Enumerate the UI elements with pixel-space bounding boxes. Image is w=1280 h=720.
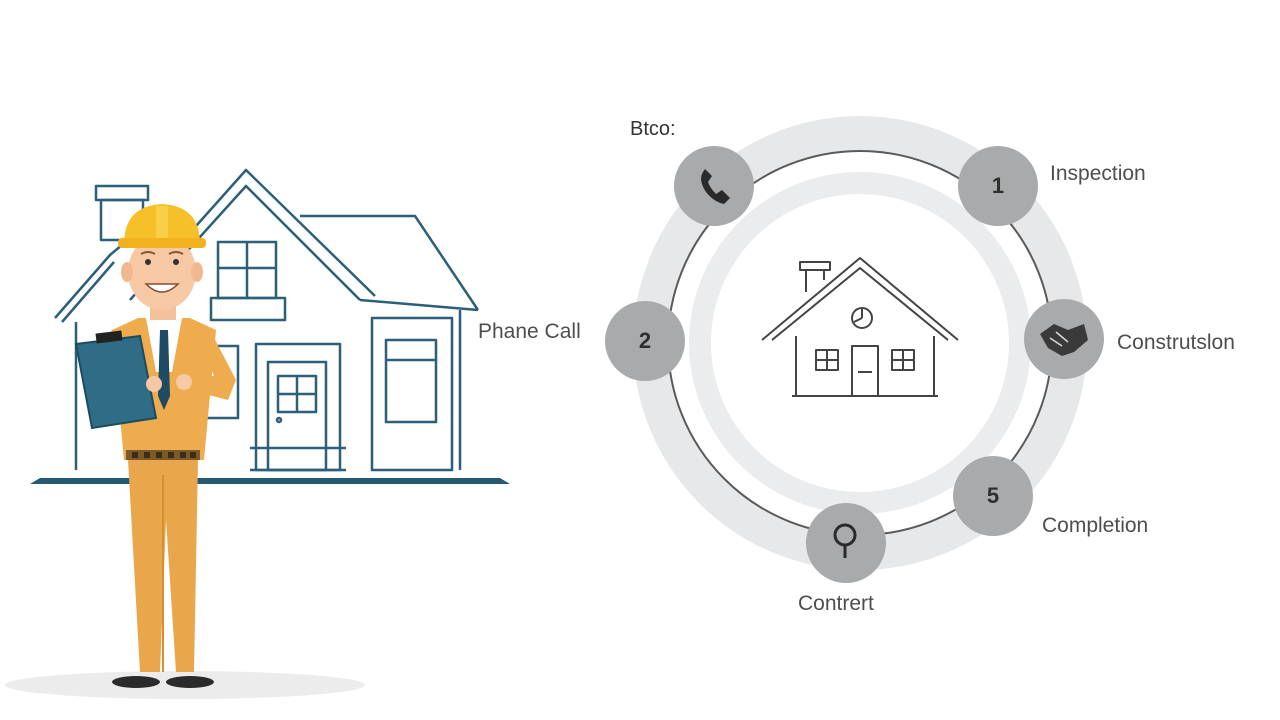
node-number: 2 xyxy=(638,328,652,353)
magnifier-icon xyxy=(833,523,857,558)
node-completion xyxy=(953,456,1033,536)
node-phone-call xyxy=(605,301,685,381)
step-label-inspection: Inspection xyxy=(1050,162,1146,185)
step-label-contract: Contrert xyxy=(798,592,874,615)
handshake-icon xyxy=(1040,324,1088,356)
phone-icon xyxy=(701,169,730,204)
diagram-title: Btco: xyxy=(630,118,676,140)
step-label-completion: Completion xyxy=(1042,514,1149,537)
construction-worker-icon xyxy=(74,204,236,688)
node-number: 5 xyxy=(986,483,1000,508)
step-label-phone-call: Phane Call xyxy=(478,320,581,343)
node-phone xyxy=(674,146,754,226)
node-contract xyxy=(806,503,886,583)
inner-ring xyxy=(689,172,1031,514)
node-construction xyxy=(1024,299,1104,379)
node-inspection xyxy=(958,146,1038,226)
house-icon xyxy=(761,257,959,397)
center-disc xyxy=(712,195,1008,491)
node-number: 1 xyxy=(991,173,1005,198)
step-label-construction: Construtslon xyxy=(1117,331,1235,354)
